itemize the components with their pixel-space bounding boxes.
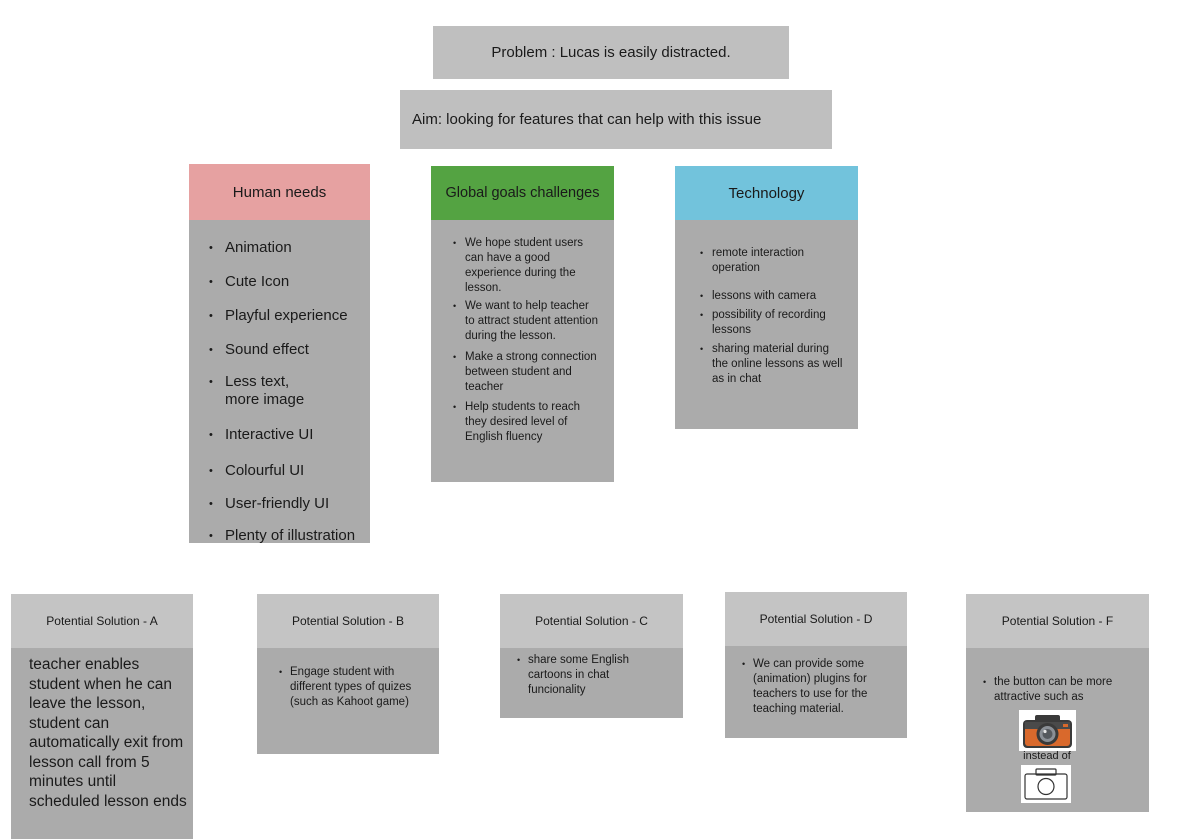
solution-f-title: Potential Solution - F: [1001, 614, 1114, 628]
solution-a-header: Potential Solution - A: [11, 594, 193, 648]
list-item: Help students to reach they desired leve…: [453, 400, 601, 445]
technology-list: remote interaction operation lessons wit…: [700, 246, 845, 400]
list-item: Interactive UI: [209, 426, 355, 444]
solution-d-body: We can provide some (animation) plugins …: [725, 646, 907, 738]
aim-box: Aim: looking for features that can help …: [400, 90, 832, 149]
list-item: We want to help teacher to attract stude…: [453, 299, 601, 344]
solution-b-list: Engage student with different types of q…: [279, 665, 427, 710]
solution-a-title: Potential Solution - A: [46, 614, 158, 628]
problem-text: Problem : Lucas is easily distracted.: [491, 44, 731, 61]
camera-outline-icon: [1021, 765, 1071, 803]
list-item: Engage student with different types of q…: [279, 665, 427, 710]
solution-d-list: We can provide some (animation) plugins …: [742, 657, 890, 717]
list-item: remote interaction operation: [700, 246, 845, 276]
list-item: Make a strong connection between student…: [453, 350, 601, 395]
list-item: Sound effect: [209, 341, 355, 359]
solution-c-body: share some English cartoons in chat func…: [500, 648, 683, 718]
instead-of-label: instead of: [1023, 750, 1071, 762]
list-item: We hope student users can have a good ex…: [453, 236, 601, 296]
global-goals-body: We hope student users can have a good ex…: [431, 220, 614, 482]
human-needs-header: Human needs: [189, 164, 370, 220]
list-item: We can provide some (animation) plugins …: [742, 657, 890, 717]
technology-header: Technology: [675, 166, 858, 220]
solution-b-title: Potential Solution - B: [291, 614, 405, 628]
solution-a-body: teacher enables student when he can leav…: [11, 648, 193, 839]
list-item: Less text, more image: [209, 373, 355, 409]
solution-c-list: share some English cartoons in chat func…: [517, 653, 665, 698]
global-goals-title: Global goals challenges: [445, 185, 600, 201]
list-item: possibility of recording lessons: [700, 308, 845, 338]
human-needs-title: Human needs: [232, 183, 327, 201]
list-item: Playful experience: [209, 307, 355, 325]
camera-colored-icon: [1019, 710, 1076, 751]
list-item: Plenty of illustration: [209, 527, 355, 545]
list-item: Animation: [209, 239, 355, 257]
technology-body: remote interaction operation lessons wit…: [675, 220, 858, 429]
list-item: the button can be more attractive such a…: [983, 675, 1143, 705]
aim-text: Aim: looking for features that can help …: [412, 111, 762, 128]
list-item: share some English cartoons in chat func…: [517, 653, 665, 698]
solution-f-list: the button can be more attractive such a…: [983, 675, 1143, 705]
list-item: sharing material during the online lesso…: [700, 342, 845, 387]
list-item: Colourful UI: [209, 462, 355, 480]
global-goals-header: Global goals challenges: [431, 166, 614, 220]
problem-box: Problem : Lucas is easily distracted.: [433, 26, 789, 79]
solution-c-title: Potential Solution - C: [535, 614, 648, 628]
technology-title: Technology: [728, 184, 805, 202]
solution-b-body: Engage student with different types of q…: [257, 648, 439, 754]
list-item: User-friendly UI: [209, 495, 355, 513]
list-item: Cute Icon: [209, 273, 355, 291]
solution-a-text: teacher enables student when he can leav…: [29, 656, 187, 810]
list-item: lessons with camera: [700, 289, 845, 304]
solution-d-header: Potential Solution - D: [725, 592, 907, 646]
human-needs-list: Animation Cute Icon Playful experience S…: [209, 239, 355, 561]
global-goals-list: We hope student users can have a good ex…: [453, 236, 601, 448]
human-needs-body: Animation Cute Icon Playful experience S…: [189, 220, 370, 545]
solution-b-header: Potential Solution - B: [257, 594, 439, 648]
solution-f-header: Potential Solution - F: [966, 594, 1149, 648]
solution-c-header: Potential Solution - C: [500, 594, 683, 648]
solution-d-title: Potential Solution - D: [759, 612, 873, 626]
